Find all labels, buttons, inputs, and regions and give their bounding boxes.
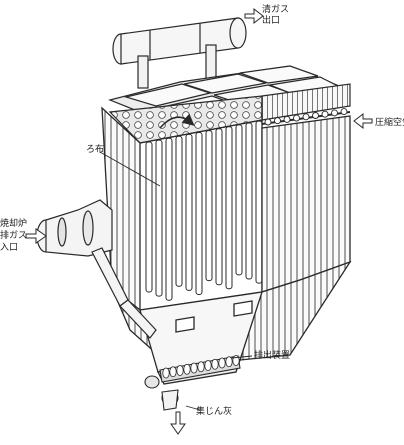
screw-flight	[211, 358, 219, 370]
filter-bag	[235, 124, 243, 276]
label-dust-discharge: 集じん灰	[196, 405, 232, 417]
filter-bag	[175, 135, 183, 287]
blowpipe-nozzle	[283, 115, 291, 123]
label-outlet: 清ガス 出口	[262, 3, 289, 26]
leader-lines	[99, 151, 253, 411]
label-outlet-line1: 清ガス	[262, 3, 289, 15]
label-inlet: 焼却炉 排ガス 入口	[0, 217, 27, 253]
label-filter-cloth: ろ布	[86, 143, 104, 155]
blowpipe-nozzle	[340, 108, 348, 116]
label-inlet-line3: 入口	[0, 242, 18, 253]
blowpipe-nozzle	[264, 118, 272, 126]
label-inlet-line1: 焼却炉	[0, 217, 27, 229]
blowpipe-nozzle	[274, 117, 281, 125]
blowpipe-nozzles	[264, 108, 348, 126]
outlet-header-pipe	[112, 17, 247, 65]
filter-bag	[145, 141, 153, 293]
screw-flight	[204, 360, 212, 371]
label-discharge-device: 排出装置	[254, 349, 290, 361]
filter-bag	[245, 122, 253, 280]
discharge-screw	[144, 355, 241, 411]
filter-bag	[215, 128, 223, 286]
blowpipe-nozzle	[302, 113, 310, 121]
filter-bag	[165, 137, 173, 301]
filter-bag	[185, 133, 193, 291]
filter-bag	[255, 120, 263, 284]
filter-bags	[145, 120, 263, 301]
right-side-panel	[261, 115, 351, 293]
blowpipe-nozzle	[331, 109, 338, 117]
screw-flight	[169, 366, 177, 378]
blowpipe-nozzle	[293, 114, 300, 122]
right-top-compartment	[261, 83, 351, 126]
screw-flight	[225, 356, 233, 368]
blowpipe-nozzle	[312, 112, 319, 119]
filter-bag	[225, 126, 233, 290]
screw-flight	[197, 361, 205, 373]
outlet-arrow-icon	[244, 7, 264, 25]
inlet-arrow-icon	[25, 228, 47, 244]
filter-bag	[195, 132, 203, 295]
compressed-air-arrow-icon	[353, 112, 373, 130]
blowpipe-nozzle	[321, 110, 329, 118]
screw-flight	[176, 365, 184, 376]
screw-flight	[218, 357, 226, 369]
filter-bag	[205, 130, 213, 282]
label-compressed-air: 圧縮空気	[375, 116, 404, 128]
dust-discharge-arrow-icon	[170, 411, 186, 435]
screw-flight	[183, 363, 191, 375]
screw-flight	[162, 367, 170, 379]
screw-flight	[190, 362, 198, 374]
label-outlet-line2: 出口	[262, 14, 280, 26]
label-inlet-line2: 排ガス	[0, 229, 27, 241]
filter-bag	[155, 139, 163, 297]
